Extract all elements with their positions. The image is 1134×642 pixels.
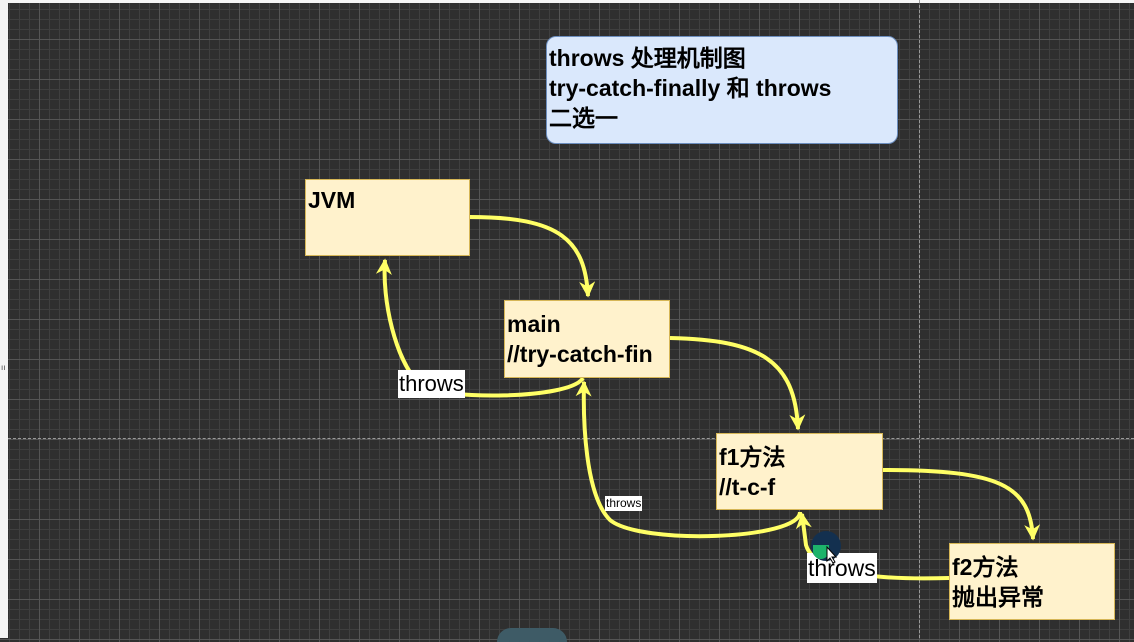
title-line-2: try-catch-finally 和 throws	[549, 75, 832, 101]
node-jvm-label: JVM	[308, 187, 356, 213]
page-break-guide-horizontal	[8, 438, 1134, 439]
node-f1[interactable]: f1方法 //t-c-f	[716, 433, 883, 510]
ruler-mark: ıı	[1, 363, 6, 372]
node-jvm[interactable]: JVM	[305, 179, 470, 256]
node-f2-label: f2方法	[952, 554, 1019, 580]
edge-f1-to-f2[interactable]	[882, 468, 1041, 541]
title-line-3: 二选一	[549, 105, 618, 131]
edge-label-main-to-jvm[interactable]: throws	[398, 370, 465, 398]
edge-f1-to-main[interactable]	[575, 380, 802, 539]
node-main-label: main	[507, 311, 561, 337]
node-f1-label: f1方法	[719, 444, 786, 470]
canvas-top-edge	[0, 0, 1134, 3]
node-f2-comment: 抛出异常	[952, 584, 1044, 610]
node-main-comment: //try-catch-fin	[507, 341, 653, 367]
node-main[interactable]: main //try-catch-fin	[504, 300, 670, 378]
title-line-1: throws 处理机制图	[549, 45, 746, 71]
pointer-highlight-ring	[813, 545, 829, 559]
edge-label-f1-to-main[interactable]: throws	[605, 496, 643, 511]
node-f1-comment: //t-c-f	[719, 474, 776, 500]
mouse-cursor-icon	[826, 546, 838, 564]
edge-main-to-f1[interactable]	[669, 336, 806, 431]
canvas-left-ruler	[0, 0, 8, 638]
node-f2[interactable]: f2方法 抛出异常	[949, 543, 1115, 620]
partial-shape-bottom	[497, 628, 567, 642]
edge-label-f2-to-f1[interactable]: throws	[807, 553, 877, 583]
edge-jvm-to-main[interactable]	[469, 215, 596, 298]
title-note[interactable]: throws 处理机制图 try-catch-finally 和 throws …	[546, 36, 898, 144]
page-break-guide-vertical	[919, 0, 920, 638]
